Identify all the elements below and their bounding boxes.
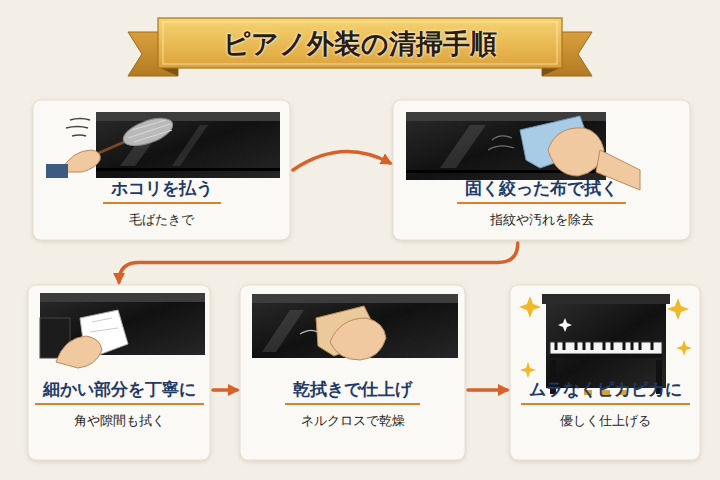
title-ribbon-part [160, 68, 178, 76]
piano-wiping-illustration-part [406, 112, 606, 180]
title-ribbon-part [542, 68, 560, 76]
shiny-piano-illustration-part [550, 354, 662, 358]
step-card: ムラなくピカピカに優しく仕上げる [510, 285, 700, 460]
step-heading: 細かい部分を丁寧に [35, 379, 204, 405]
piano-detail-illustration [40, 293, 205, 368]
step-card: 固く絞った布で拭く指紋や汚れを除去 [393, 100, 690, 240]
step-note: 優しく仕上げる [560, 413, 651, 428]
step-card: 細かい部分を丁寧に角や隙間も拭く [28, 285, 210, 460]
piano-drying-illustration-part [262, 310, 304, 352]
piano-dusting-illustration-part [96, 112, 280, 178]
shiny-piano-illustration-part [676, 340, 692, 356]
piano-drying-illustration-part [252, 294, 458, 303]
step-card: 乾拭きで仕上げネルクロスで乾燥 [240, 285, 465, 460]
piano-wiping-illustration-part [548, 128, 604, 176]
piano-detail-illustration-part [90, 318, 118, 332]
shiny-piano-illustration-part [542, 294, 670, 304]
shiny-piano-illustration-part [667, 298, 689, 320]
piano-dusting-illustration-part [96, 112, 280, 121]
flow-arrow [213, 388, 237, 392]
title-ribbon-part [158, 18, 562, 68]
flow-arrow [293, 152, 390, 170]
step-note: ネルクロスで乾燥 [301, 413, 405, 428]
card-shapes [28, 100, 700, 460]
card-shapes-part [28, 285, 210, 460]
step-note: 毛ばたきで [129, 212, 194, 227]
piano-dusting-illustration-part [172, 125, 208, 166]
card-shapes-part [240, 285, 465, 460]
step-card: ホコリを払う毛ばたきで [33, 100, 290, 240]
step-heading: 固く絞った布で拭く [457, 178, 626, 204]
shiny-piano-illustration-part [519, 296, 541, 318]
piano-dusting-illustration-part [66, 119, 90, 137]
step-heading: ムラなくピカピカに [521, 379, 690, 405]
step-note: 指紋や汚れを除去 [490, 212, 594, 227]
piano-drying-illustration-part [330, 318, 386, 360]
piano-wiping-illustration-part [488, 136, 514, 150]
shiny-piano-illustration-part [550, 342, 662, 354]
piano-dusting-illustration-part [96, 168, 280, 171]
step-note: 角や隙間も拭く [74, 413, 165, 428]
piano-dusting-illustration-part [128, 120, 172, 142]
piano-drying-illustration [252, 294, 458, 360]
card-shapes-part [393, 100, 690, 240]
shiny-piano-illustration-part [556, 342, 652, 350]
step-heading: ホコリを払う [103, 178, 221, 204]
flow-arrow [468, 388, 507, 392]
title-text: ピアノ外装の清掃手順 [160, 22, 560, 66]
piano-wiping-illustration-part [440, 125, 486, 168]
shiny-piano-illustration-part [520, 362, 536, 378]
shiny-piano-illustration-part [558, 318, 572, 332]
piano-dusting-illustration [46, 112, 280, 178]
piano-dusting-illustration-part [120, 113, 176, 151]
card-shapes-part [510, 285, 700, 460]
piano-detail-illustration-part [40, 293, 205, 302]
step-heading: 乾拭きで仕上げ [285, 379, 420, 405]
piano-drying-illustration-part [300, 330, 318, 334]
card-shapes-part [33, 100, 290, 240]
shiny-piano-illustration-part [546, 304, 666, 388]
piano-dusting-illustration-part [46, 164, 68, 178]
piano-detail-illustration-part [56, 336, 102, 368]
flow-arrow [119, 243, 518, 282]
title-ribbon [128, 18, 592, 76]
